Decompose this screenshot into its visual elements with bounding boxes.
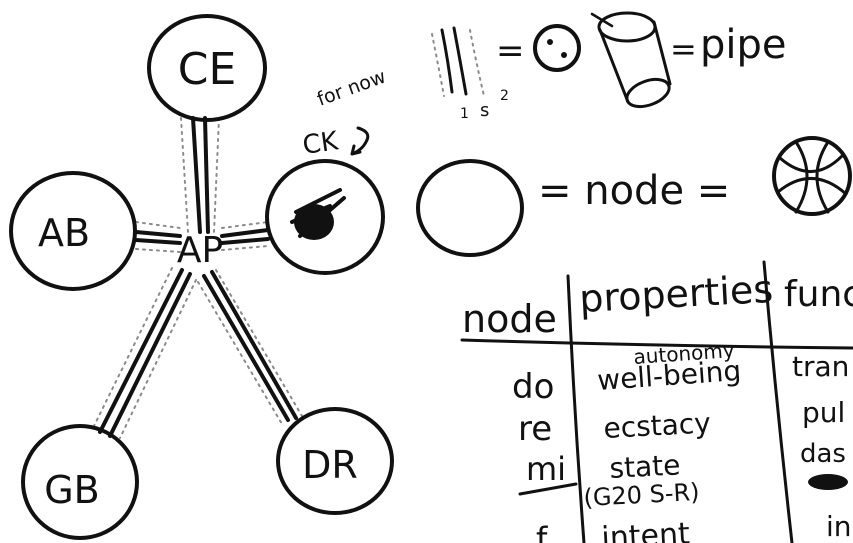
row-1-property-b: well-being — [596, 354, 742, 397]
pipe-word: pipe — [700, 22, 787, 68]
node-equals-text: = node = — [538, 168, 730, 214]
pipe-equals-1: = — [496, 31, 525, 71]
row-3-property-a: state — [609, 448, 682, 485]
row-2-node: re — [518, 409, 552, 449]
network-diagram: AP CE AB CK GB DR — [9, 14, 394, 540]
node-ce-circle — [147, 14, 267, 122]
node-scribbled — [265, 159, 385, 275]
node-gb-label: GB — [44, 468, 100, 512]
node-ab-label: AB — [38, 211, 90, 255]
row-3-node: mi — [526, 450, 566, 488]
pipe-hub-scribbled — [220, 221, 270, 251]
header-node: node — [462, 297, 557, 341]
pipe-hub-ce — [180, 116, 220, 234]
pipe-equals-2: = — [670, 30, 697, 68]
node-ce-label: CE — [178, 44, 237, 95]
table-column-divider-1 — [566, 274, 586, 543]
table-row-rule — [518, 482, 578, 496]
node-scribbled-circle — [265, 159, 385, 275]
pipe-hub-dr — [197, 269, 303, 425]
node-gb: GB — [21, 424, 139, 540]
sphere-icon — [772, 136, 852, 216]
row-1-func: tran — [792, 350, 849, 383]
node-dr-label: DR — [302, 443, 358, 487]
pipe-marker-s: s — [480, 100, 489, 121]
scribble-annotation: CK — [301, 126, 341, 161]
annotation-arrow-icon — [350, 126, 370, 156]
table-column-divider-2 — [762, 260, 794, 543]
row-3-func-scribble — [808, 474, 848, 490]
node-ce: CE — [147, 14, 267, 122]
scribble-mark — [290, 188, 346, 240]
pipe-marker-2: 2 — [500, 88, 509, 104]
node-ab: AB — [9, 171, 137, 291]
row-1-node: do — [512, 367, 554, 407]
row-4-node: f — [536, 520, 548, 543]
pipe-cross-section-icon — [533, 24, 581, 72]
node-legend-circle — [416, 159, 524, 257]
pipe-legend: for now 1 s 2 = = pipe — [314, 11, 787, 122]
node-dr: DR — [276, 407, 394, 515]
node-legend: = node = — [416, 136, 852, 257]
node-dr-circle — [276, 407, 394, 515]
row-3-property-b: (G20 S-R) — [583, 478, 700, 512]
row-2-func: pul — [802, 396, 845, 429]
pipe-hub-gb — [91, 267, 197, 439]
pipe-hub-ab — [134, 221, 182, 253]
node-ab-circle — [9, 171, 137, 291]
row-4-func: in — [826, 510, 852, 543]
row-2-property: ecstacy — [603, 406, 712, 445]
pipe-cylinder-icon — [590, 11, 672, 109]
table-header-rule — [460, 338, 853, 350]
header-properties: properties — [578, 267, 774, 321]
node-gb-circle — [21, 424, 139, 540]
header-func: func — [784, 274, 853, 315]
pipe-lines-icon — [431, 26, 485, 97]
row-4-property: intent — [601, 516, 691, 543]
pipe-marker-1: 1 — [460, 106, 469, 122]
properties-table: node properties func do autonomy well-be… — [460, 260, 853, 543]
hub-label: AP — [177, 230, 223, 271]
pipe-note: for now — [314, 66, 389, 111]
row-3-func: das — [800, 439, 846, 469]
